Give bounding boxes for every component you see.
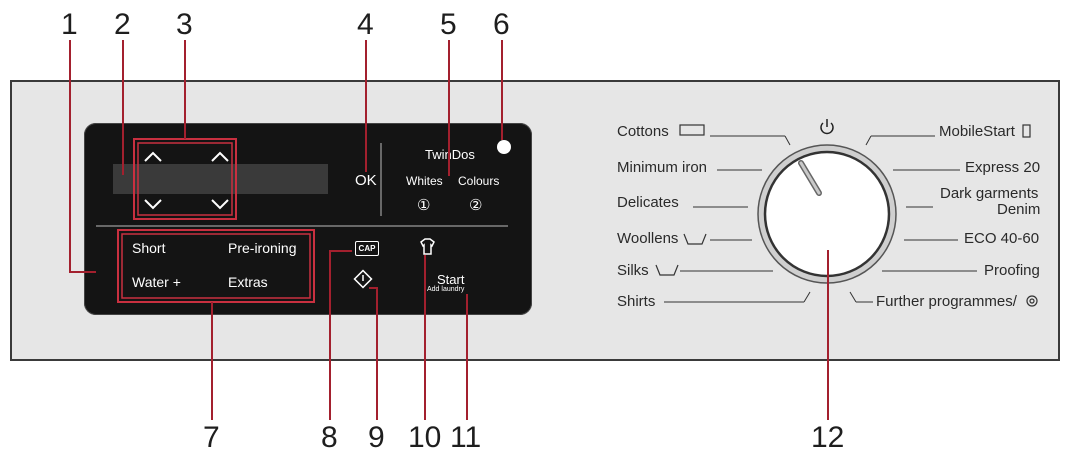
- ok-button[interactable]: OK: [355, 172, 377, 189]
- dial-pointer-highlight: [799, 161, 821, 195]
- start-button-label[interactable]: Start: [437, 272, 465, 287]
- callout-2: 2: [114, 8, 131, 41]
- chevron-up-icon: [144, 151, 162, 162]
- options-frame-inner: [121, 233, 311, 299]
- mobilestart-icon: [1022, 124, 1031, 138]
- programme-leader-lines-left: [664, 124, 811, 303]
- shirt-icon: [420, 238, 435, 255]
- water-plus-button[interactable]: Water +: [132, 274, 181, 290]
- programme-denim[interactable]: Denim: [997, 201, 1041, 218]
- whites-dose-button[interactable]: ①: [417, 197, 431, 214]
- callout-11: 11: [450, 421, 482, 454]
- colours-dose-button[interactable]: ②: [469, 197, 483, 214]
- cottons-icon: [679, 124, 705, 136]
- programme-mobilestart[interactable]: MobileStart: [939, 123, 1015, 140]
- callout-3: 3: [176, 8, 193, 41]
- callout-1: 1: [61, 8, 78, 41]
- silks-icon: [655, 264, 679, 276]
- woollens-icon: [683, 233, 707, 245]
- programme-delicates[interactable]: Delicates: [617, 194, 679, 211]
- callout-12: 12: [811, 421, 845, 454]
- programme-leader-lines-right: [849, 124, 1031, 303]
- callout-8: 8: [321, 421, 338, 454]
- programme-shirts[interactable]: Shirts: [617, 293, 656, 310]
- display-screen: [113, 164, 328, 194]
- whites-label: Whites: [406, 174, 443, 188]
- programme-eco[interactable]: ECO 40-60: [964, 230, 1040, 247]
- cap-icon[interactable]: CAP: [355, 241, 379, 256]
- callout-5: 5: [440, 8, 457, 41]
- short-button[interactable]: Short: [132, 240, 166, 256]
- arrow-buttons-frame-inner: [137, 142, 233, 216]
- programme-proofing[interactable]: Proofing: [984, 262, 1040, 279]
- programme-woollens[interactable]: Woollens: [617, 230, 679, 247]
- chevron-down-icon: [211, 199, 229, 210]
- programme-further[interactable]: Further programmes/: [876, 293, 1017, 310]
- extras-button[interactable]: Extras: [228, 274, 268, 290]
- programme-express[interactable]: Express 20: [965, 159, 1041, 176]
- indicator-light: [497, 140, 511, 154]
- pre-ironing-button[interactable]: Pre-ironing: [228, 240, 297, 256]
- callout-6: 6: [493, 8, 510, 41]
- callout-4: 4: [357, 8, 374, 41]
- gear-icon: [1026, 295, 1038, 307]
- power-icon: [820, 119, 834, 135]
- programme-dark-garments[interactable]: Dark garments: [940, 185, 1039, 202]
- programme-cottons[interactable]: Cottons: [617, 123, 669, 140]
- callout-lines: [69, 40, 829, 420]
- callout-7: 7: [203, 421, 220, 454]
- add-laundry-label: Add laundry: [427, 286, 465, 293]
- chevron-down-icon: [144, 199, 162, 210]
- programme-minimum-iron[interactable]: Minimum iron: [617, 159, 708, 176]
- programme-silks[interactable]: Silks: [617, 262, 649, 279]
- chevron-up-icon: [211, 151, 229, 162]
- options-frame: [117, 229, 315, 303]
- callout-10: 10: [408, 421, 442, 454]
- colours-label: Colours: [458, 174, 500, 188]
- callout-9: 9: [368, 421, 385, 454]
- tap-icon: [353, 269, 373, 289]
